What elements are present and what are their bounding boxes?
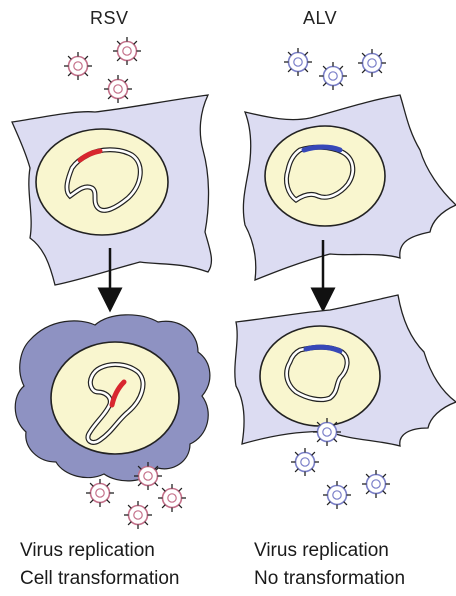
rsv-nucleus — [36, 129, 168, 235]
virus-particle-icon — [113, 37, 141, 65]
virus-particle-icon — [134, 462, 162, 490]
alv-nucleus — [265, 126, 385, 226]
virus-particle-icon — [313, 418, 341, 446]
virus-particle-icon — [86, 479, 114, 507]
rsv-title: RSV — [90, 8, 129, 29]
rsv-input-viruses — [64, 37, 141, 103]
virus-particle-icon — [323, 481, 351, 509]
virus-particle-icon — [104, 75, 132, 103]
alv-caption-transformation: No transformation — [254, 568, 405, 590]
virus-particle-icon — [358, 49, 386, 77]
virus-particle-icon — [291, 448, 319, 476]
virus-particle-icon — [362, 470, 390, 498]
virus-particle-icon — [124, 501, 152, 529]
virus-particle-icon — [64, 52, 92, 80]
alv-input-viruses — [284, 48, 386, 90]
virus-particle-icon — [284, 48, 312, 76]
rsv-caption-transformation: Cell transformation — [20, 568, 179, 590]
alv-replicating-nucleus — [260, 326, 380, 426]
virus-particle-icon — [158, 484, 186, 512]
rsv-caption-replication: Virus replication — [20, 540, 155, 562]
virus-particle-icon — [319, 62, 347, 90]
alv-caption-replication: Virus replication — [254, 540, 389, 562]
alv-title: ALV — [303, 8, 337, 29]
